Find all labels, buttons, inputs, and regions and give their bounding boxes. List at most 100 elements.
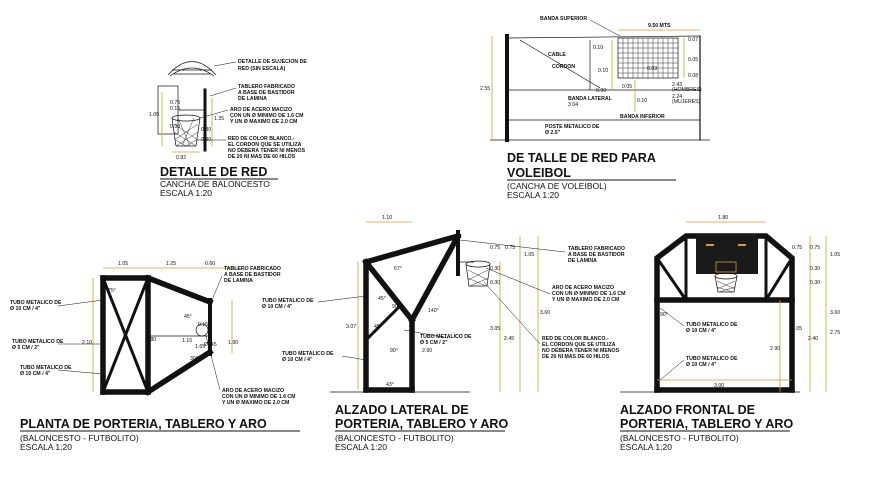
dim-label: 3.05 (490, 326, 500, 332)
dim-label: 2.10 (82, 340, 92, 346)
volleyball-cable (506, 35, 701, 39)
note-tubo: Ø 10 CM / 4" (20, 371, 51, 377)
note-red: EL CORDON QUE SE UTILIZA (542, 342, 616, 348)
dim-label: 2.40 (808, 336, 818, 342)
note-red: DE 20 NI MAS DE 60 HILOS (542, 354, 610, 360)
dim-label: 0.75 (810, 245, 820, 251)
dim-label: 45° (184, 314, 192, 320)
net-sujecion-arc-inner (169, 67, 215, 77)
cordon-line (519, 39, 601, 89)
net-mesh (173, 117, 199, 147)
dim-label: 1.05 (524, 252, 534, 258)
rim-ellipse (171, 114, 201, 122)
tube-brace (763, 255, 795, 303)
dim-label: 3.05 (792, 326, 802, 332)
note-aro: Y UN Ø MAXIMO DE 2.0 CM (230, 119, 297, 125)
note-tablero: DE LAMINA (568, 258, 597, 264)
dim-label: (HOMBRES) (672, 87, 702, 93)
dim-label: 43° (386, 382, 394, 388)
note-tubo: TUBO METALICO DE (686, 322, 738, 328)
note-tablero: TABLERO FABRICADO (568, 246, 625, 252)
dim-label: 0.30 (490, 266, 500, 272)
dim-label: 30° (190, 356, 198, 362)
dim-label: 0.75 (490, 245, 500, 251)
dim-label: 0.30 (810, 266, 820, 272)
label-banda-superior: BANDA SUPERIOR (540, 16, 587, 22)
frontal-elevation-drawing: 1.80 0.75 0.75 1.05 0.30 0.30 3.05 3.60 … (620, 215, 840, 452)
dim-label: 0.80 (146, 337, 156, 343)
dim-label: 0.15 (198, 322, 208, 328)
net-side-mesh (467, 269, 489, 287)
leader-line (209, 87, 237, 97)
dim-label: 75° (108, 288, 116, 294)
note-tablero: TABLERO FABRICADO (224, 266, 281, 272)
note-tablero: A BASE DE BASTIDOR (238, 90, 295, 96)
note-aro: CON UN Ø MINIMO DE 1.6 CM (230, 113, 304, 119)
note-tablero: A BASE DE BASTIDOR (224, 272, 281, 278)
label-cable: CABLE (548, 52, 566, 58)
dim-label: 3.60 (540, 310, 550, 316)
note-tubo: Ø 10 CM / 4" (282, 357, 313, 363)
dim-label: 1.05 (149, 112, 159, 118)
dim-label: 45° (374, 324, 382, 330)
red-detail-drawing: 0.75 0.15 1.05 0.30 0.30 1.35 0.30 0.82 … (149, 59, 307, 198)
note-aro: Y UN Ø MAXIMO DE 2.0 CM (552, 297, 619, 303)
dim-label: 2.24 (672, 94, 682, 100)
note-tablero: DE LAMINA (238, 96, 267, 102)
label-poste: POSTE METALICO DE (545, 124, 600, 130)
dim-label: 3.04 (568, 102, 578, 108)
volley-subtitle: (CANCHA DE VOLEIBOL) (507, 181, 607, 191)
dim-label: 0.75 (170, 100, 180, 106)
note-tablero: TABLERO FABRICADO (238, 84, 295, 90)
volley-title: VOLEIBOL (507, 166, 571, 180)
dim-label: 1.10 (382, 215, 392, 221)
dim-label: Ø045 (204, 342, 217, 348)
note-tubo: TUBO METALICO DE (420, 334, 472, 340)
backboard-front (696, 234, 758, 274)
note-tubo: TUBO METALICO DE (20, 365, 72, 371)
dim-label: 0.10 (593, 45, 603, 51)
lateral-scale: ESCALA 1:20 (335, 442, 387, 452)
note-red: NO DEBERA TENER NI MENOS (228, 148, 306, 154)
dim-label: 1.90 (228, 340, 238, 346)
board-mark (738, 244, 746, 246)
note-tubo: TUBO METALICO DE (10, 300, 62, 306)
note-aro: CON UN Ø MINIMO DE 1.6 CM (552, 291, 626, 297)
note-tubo: TUBO METALICO DE (12, 339, 64, 345)
note-sujecion: DETALLE DE SUJECION DE (238, 59, 307, 65)
leader-line (403, 329, 449, 339)
dim-label: 0.10 (637, 98, 647, 104)
dim-label: 2.45 (504, 336, 514, 342)
note-aro: ARO DE ACERO MACIZO (552, 285, 614, 291)
tube-lateral (362, 232, 462, 266)
tube-brace (363, 303, 403, 343)
dim-label: 0.05 (622, 84, 632, 90)
planta-subtitle: (BALONCESTO - FUTBOLITO) (20, 433, 139, 443)
dim-label: 0.75 (792, 245, 802, 251)
dim-label: 45° (378, 296, 386, 302)
planta-scale: ESCALA 1:20 (20, 442, 72, 452)
dim-label: 1.05 (118, 261, 128, 267)
dim-label: (MUJERES) (672, 99, 701, 105)
dim-label: 90° (390, 348, 398, 354)
note-tubo: Ø 10 CM / 4" (262, 304, 293, 310)
red-detail-title: DETALLE DE RED (160, 165, 267, 179)
tube-lateral (362, 258, 416, 324)
dim-label: 1.15 (182, 338, 192, 344)
net-front (714, 275, 738, 293)
frontal-scale: ESCALA 1:20 (620, 442, 672, 452)
note-sujecion: RED (SIN ESCALA) (238, 66, 286, 72)
note-tablero: DE LAMINA (224, 278, 253, 284)
dim-label: 2.90 (770, 346, 780, 352)
dim-label: 0.60 (205, 261, 215, 267)
dim-label: 0.05 (688, 57, 698, 63)
leader-line (57, 299, 104, 307)
dim-label: 1.65 (195, 344, 205, 350)
dim-label: 67° (394, 266, 402, 272)
note-aro: ARO DE ACERO MACIZO (230, 107, 292, 113)
dim-label: 0.30 (490, 280, 500, 286)
leader-line (459, 239, 566, 253)
leader-line (485, 267, 551, 295)
note-red: RED DE COLOR BLANCO.- (542, 336, 609, 342)
